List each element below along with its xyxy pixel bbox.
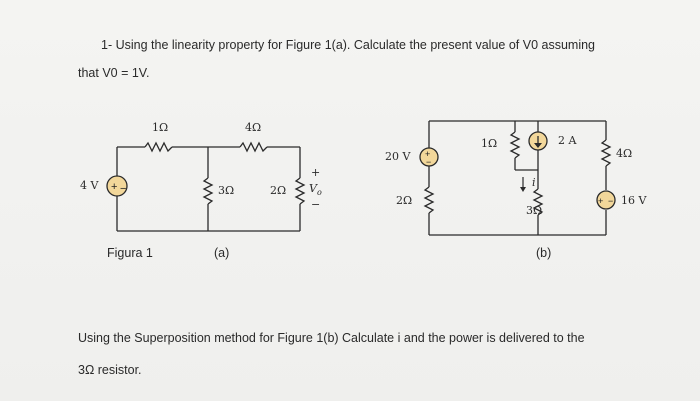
fig-b-1ohm-label: 1Ω xyxy=(481,137,498,150)
source-plus-sign: + xyxy=(111,181,117,193)
vo-letter: V xyxy=(309,182,317,195)
svg-text:−: − xyxy=(608,196,613,206)
vo-subscript: o xyxy=(316,188,322,198)
voltage-source-icon xyxy=(106,175,128,197)
fig-b-i-label: i xyxy=(532,176,536,189)
fig-b-2a-label: 2 A xyxy=(558,134,577,147)
fig-a-r4-label: 2Ω xyxy=(270,184,287,197)
voltage-source-16v-icon xyxy=(596,190,616,210)
svg-text:−: − xyxy=(426,157,431,167)
svg-text:−: − xyxy=(120,183,126,195)
problem1-line2: that V0 = 1V. xyxy=(78,66,150,80)
figure-caption-figura1: Figura 1 xyxy=(107,246,153,260)
svg-text:+: + xyxy=(425,149,430,159)
svg-text:+: + xyxy=(598,196,603,206)
fig-b-16v-label: 16 V xyxy=(621,194,647,207)
current-arrow-icon xyxy=(520,187,526,192)
fig-b-3ohm-label: 3Ω xyxy=(526,204,543,217)
vo-label: Vo xyxy=(309,182,322,197)
figure-caption-a: (a) xyxy=(214,246,230,260)
voltage-source-20v-icon xyxy=(419,147,439,167)
fig-b-4ohm-label: 4Ω xyxy=(616,147,633,160)
fig-a-r1-label: 1Ω xyxy=(152,121,169,134)
fig-a-r2-label: 4Ω xyxy=(245,121,262,134)
problem1-line1: 1- Using the linearity property for Figu… xyxy=(101,38,595,52)
problem2-line2: 3Ω resistor. xyxy=(78,363,142,377)
problem2-line1: Using the Superposition method for Figur… xyxy=(78,331,585,345)
fig-b-20v-label: 20 V xyxy=(385,150,411,163)
fig-a-source-label: 4 V xyxy=(80,179,99,192)
fig-a-r3-label: 3Ω xyxy=(218,184,235,197)
vo-minus-label: − xyxy=(311,198,321,211)
fig-b-2ohm-label: 2Ω xyxy=(396,194,413,207)
figure-caption-b: (b) xyxy=(536,246,552,260)
vo-plus-label: + xyxy=(311,166,321,179)
